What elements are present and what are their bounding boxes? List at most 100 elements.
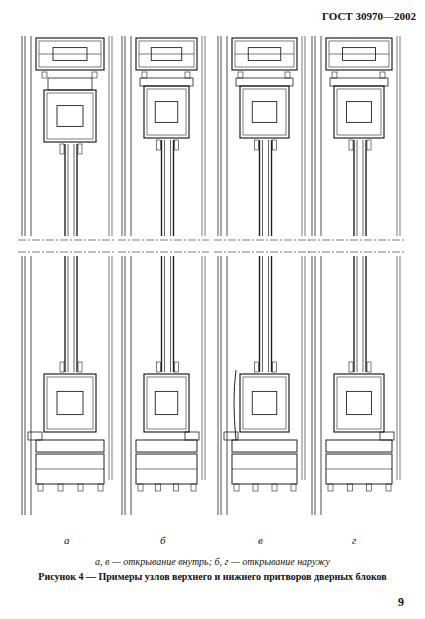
profile-line <box>64 256 65 372</box>
profile-line <box>400 256 401 480</box>
profile-line <box>131 36 132 236</box>
profile-outline <box>253 484 258 491</box>
profile-line <box>227 256 228 515</box>
profile-line <box>109 36 110 236</box>
profile-line <box>31 36 32 236</box>
profile-line <box>173 140 174 236</box>
profile-line <box>18 252 116 253</box>
profile-outline <box>139 41 194 67</box>
profile-outline <box>285 72 290 78</box>
profile-line <box>164 256 165 372</box>
profile-line <box>357 256 358 372</box>
column-letter: б <box>160 534 166 547</box>
profile-line <box>173 256 174 372</box>
profile-line <box>218 36 219 236</box>
profile-outline <box>330 78 388 86</box>
profile-outline <box>252 391 277 414</box>
profile-line <box>39 54 101 55</box>
profile-outline <box>155 391 178 414</box>
profile-line <box>118 240 209 241</box>
profile-outline <box>60 144 64 154</box>
profile-outline <box>273 140 277 150</box>
profile-outline <box>57 106 83 127</box>
profile-outline <box>58 484 63 491</box>
profile-outline <box>136 440 197 452</box>
figure-note: а, в — открывание внутрь; б, г — открыва… <box>95 556 330 568</box>
profile-outline <box>53 48 87 61</box>
profile-outline <box>38 484 43 491</box>
profile-outline <box>185 72 190 78</box>
profile-outline <box>42 72 47 78</box>
profile-line <box>321 36 322 236</box>
profile-line <box>321 256 322 515</box>
profile-line <box>302 36 303 236</box>
column-letter: в <box>258 534 263 547</box>
profile-outline <box>380 432 394 440</box>
profile-outline <box>238 72 243 78</box>
profile-line <box>36 469 104 470</box>
profile-outline <box>156 484 161 491</box>
profile-line <box>262 256 263 372</box>
profile-outline <box>36 454 104 484</box>
profile-outline <box>78 144 82 154</box>
profile-outline <box>28 432 42 440</box>
profile-outline <box>232 440 297 452</box>
profile-line <box>161 256 162 372</box>
profile-line <box>262 140 263 236</box>
profile-outline <box>329 41 389 67</box>
profile-line <box>308 240 404 241</box>
profile-outline <box>57 391 83 414</box>
profile-outline <box>343 48 376 61</box>
profile-line <box>109 256 110 480</box>
profile-outline <box>240 374 289 432</box>
sash-curve <box>234 370 236 440</box>
profile-line <box>74 256 75 372</box>
profile-line <box>305 36 306 236</box>
profile-outline <box>326 38 392 70</box>
profile-outline <box>291 484 296 491</box>
standard-header: ГОСТ 30970—2002 <box>322 10 416 23</box>
profile-line <box>271 256 272 372</box>
profile-outline <box>140 78 193 86</box>
profile-outline <box>243 377 286 429</box>
profile-line <box>400 36 401 236</box>
profile-line <box>112 36 113 236</box>
column-letter: г <box>352 534 356 547</box>
profile-outline <box>157 140 161 150</box>
profile-line <box>218 256 219 515</box>
profile-outline <box>155 102 178 123</box>
profile-line <box>235 54 294 55</box>
profile-outline <box>347 391 372 414</box>
profile-line <box>161 140 162 236</box>
profile-line <box>308 252 404 253</box>
profile-line <box>139 54 194 55</box>
profile-outline <box>173 484 178 491</box>
profile-line <box>315 256 316 515</box>
profile-outline <box>380 72 385 78</box>
profile-line <box>136 469 197 470</box>
profile-line <box>268 256 269 372</box>
profile-outline <box>39 41 101 67</box>
profile-outline <box>157 362 161 372</box>
profile-line <box>357 140 358 236</box>
profile-line <box>353 140 354 236</box>
profile-line <box>22 256 23 515</box>
profile-outline <box>236 78 293 86</box>
figure-caption: Рисунок 4 — Примеры узлов верхнего и ниж… <box>38 571 386 583</box>
profile-line <box>221 36 222 236</box>
profile-line <box>232 469 297 470</box>
profile-outline <box>252 102 277 123</box>
profile-outline <box>272 484 277 491</box>
profile-outline <box>326 440 392 452</box>
profile-line <box>329 54 389 55</box>
profile-outline <box>255 140 259 150</box>
profile-line <box>202 36 203 236</box>
profile-line <box>221 256 222 515</box>
profile-line <box>205 256 206 480</box>
profile-line <box>164 140 165 236</box>
profile-line <box>125 256 126 515</box>
profile-outline <box>92 72 97 78</box>
profile-line <box>202 256 203 480</box>
profile-outline <box>147 377 186 429</box>
profile-line <box>312 36 313 236</box>
